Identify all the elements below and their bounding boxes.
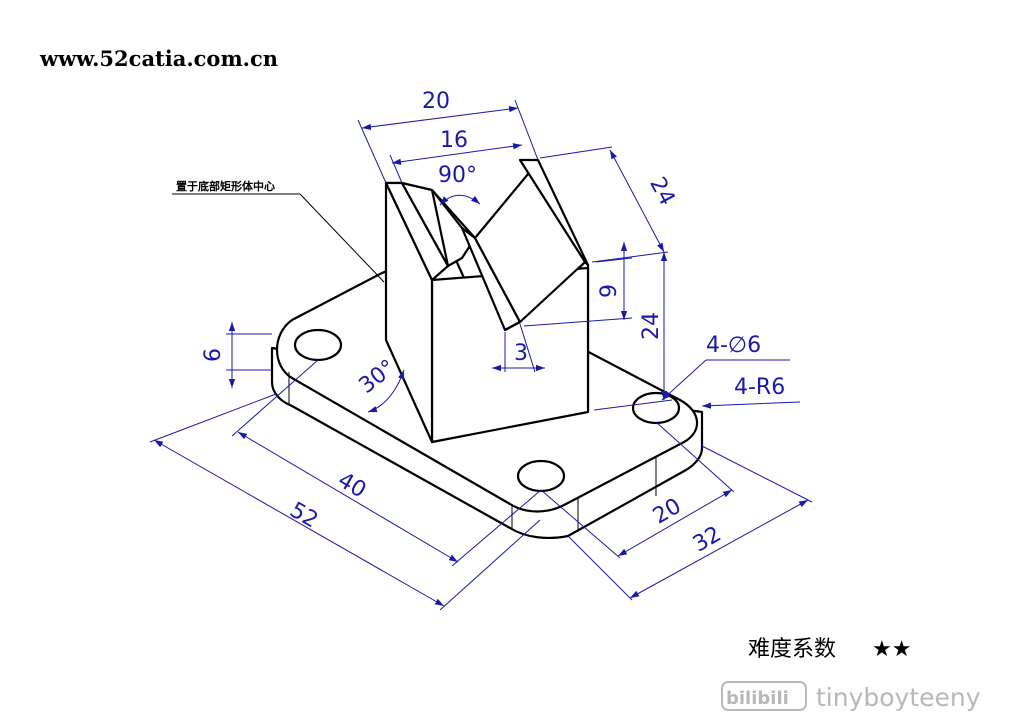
dim-20-top: 20 — [422, 89, 450, 114]
ext-20-left — [357, 119, 387, 184]
v-edge-c — [504, 321, 521, 331]
difficulty-stars: ★★ — [872, 637, 911, 662]
ext-20b-right — [655, 421, 735, 493]
leader-note-line — [299, 193, 385, 283]
callout-radius: 4-R6 — [734, 375, 785, 400]
dim-9: 9 — [597, 284, 622, 298]
leader-radius — [701, 401, 801, 409]
leader-hole-tail — [661, 359, 707, 401]
ext-52-right — [439, 519, 541, 611]
dim-line-24a — [609, 149, 665, 253]
ext-52-left — [149, 393, 277, 443]
dim-52: 52 — [285, 498, 322, 534]
dim-line-16 — [391, 143, 523, 165]
ext-32-right — [701, 445, 813, 503]
bilibili-logo-icon — [721, 681, 807, 711]
bilibili-logo-text: bilibili — [726, 688, 789, 709]
watermark-author: tinyboyteeny — [816, 683, 981, 712]
v-block — [384, 158, 590, 444]
ext-24a-top — [539, 146, 613, 159]
ext-20-right — [514, 99, 539, 161]
v-right-flat — [518, 158, 590, 267]
ext-32-left — [567, 535, 633, 601]
ext-16-left — [389, 154, 403, 184]
dim-line-32 — [629, 499, 809, 599]
ext-24a-bot — [591, 251, 669, 263]
hole-front — [516, 459, 566, 493]
hole-right — [631, 391, 681, 425]
callout-holes: 4-∅6 — [706, 333, 761, 358]
v-edge-b — [431, 189, 463, 229]
ext-40-right — [451, 489, 542, 567]
difficulty-label: 难度系数 — [748, 637, 836, 662]
dim-32: 32 — [689, 522, 726, 558]
dim-6: 6 — [201, 348, 226, 362]
dim-20-bottom: 20 — [649, 494, 686, 530]
ext-20b-left — [540, 489, 621, 559]
ext-3-right — [519, 323, 536, 373]
dim-24-depth: 24 — [644, 173, 679, 209]
ext-9-bot — [523, 317, 633, 327]
site-url: www.52catia.com.cn — [39, 46, 278, 71]
leader-note: 置于底部矩形体中心 — [176, 179, 275, 193]
ext-9-top — [595, 257, 633, 263]
dim-3: 3 — [514, 341, 528, 366]
ext-24b-bot — [593, 399, 673, 411]
dim-24-height: 24 — [639, 312, 664, 340]
watermark: bilibili tinyboyteeny — [721, 681, 981, 712]
dim-16: 16 — [440, 128, 468, 153]
dim-line-20 — [361, 106, 519, 130]
hole-left — [293, 328, 343, 362]
dim-line-52 — [153, 439, 445, 607]
arc-30 — [367, 369, 405, 413]
leader-note-group: 置于底部矩形体中心 — [172, 179, 385, 283]
dim-40: 40 — [333, 468, 370, 504]
dim-90-angle: 90° — [438, 163, 477, 188]
arc-90 — [439, 194, 481, 206]
v-edge-a — [430, 189, 450, 267]
ext-40-left — [231, 359, 319, 437]
